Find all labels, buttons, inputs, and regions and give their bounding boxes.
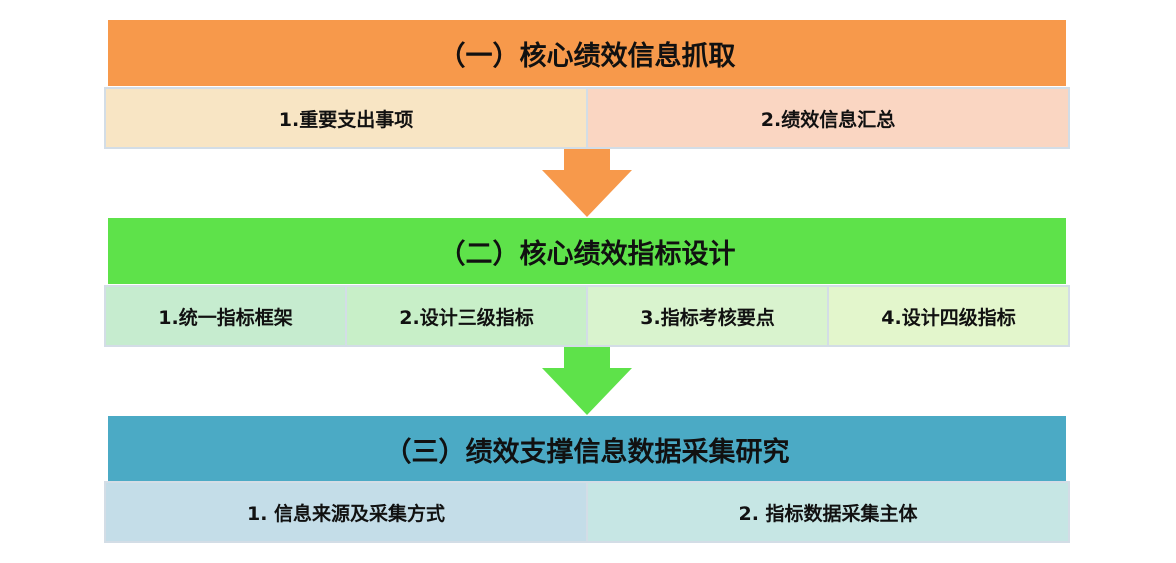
stage-2-item-3: 3.指标考核要点 [586, 287, 827, 345]
stage-1-title: （一）核心绩效信息抓取 [438, 40, 736, 72]
arrow-1-shape [542, 149, 632, 217]
stage-1-item-2: 2.绩效信息汇总 [586, 89, 1068, 147]
stage-3-title: （三）绩效支撑信息数据采集研究 [384, 436, 790, 468]
stage-3-item-1: 1. 信息来源及采集方式 [106, 483, 586, 541]
stage-2-title: （二）核心绩效指标设计 [438, 238, 736, 270]
stage-2-item-4: 4.设计四级指标 [827, 287, 1068, 345]
down-arrow-1 [542, 149, 632, 217]
stage-2-header: （二）核心绩效指标设计 [108, 218, 1066, 284]
stage-1-header: （一）核心绩效信息抓取 [108, 20, 1066, 86]
stage-1-item-1: 1.重要支出事项 [106, 89, 586, 147]
stage-3-header: （三）绩效支撑信息数据采集研究 [108, 416, 1066, 482]
stage-3-item-2: 2. 指标数据采集主体 [586, 483, 1068, 541]
stage-2-item-1: 1.统一指标框架 [106, 287, 345, 345]
stage-3-items: 1. 信息来源及采集方式 2. 指标数据采集主体 [104, 481, 1070, 543]
stage-2-items: 1.统一指标框架 2.设计三级指标 3.指标考核要点 4.设计四级指标 [104, 285, 1070, 347]
arrow-2-shape [542, 347, 632, 415]
stage-2-item-2: 2.设计三级指标 [345, 287, 586, 345]
down-arrow-2 [542, 347, 632, 415]
stage-1-items: 1.重要支出事项 2.绩效信息汇总 [104, 87, 1070, 149]
